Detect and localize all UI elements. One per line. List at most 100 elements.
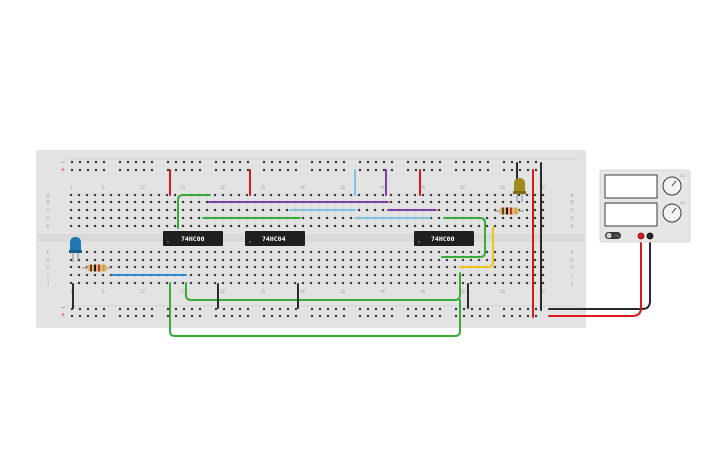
breadboard-hole[interactable]: [101, 250, 105, 254]
breadboard-hole[interactable]: [373, 265, 377, 269]
breadboard-hole[interactable]: [165, 258, 169, 262]
breadboard-hole[interactable]: [293, 250, 297, 254]
breadboard-hole[interactable]: [190, 307, 194, 311]
breadboard-hole[interactable]: [118, 168, 122, 172]
breadboard-hole[interactable]: [174, 307, 178, 311]
breadboard-hole[interactable]: [125, 200, 129, 204]
breadboard-hole[interactable]: [493, 273, 497, 277]
breadboard-hole[interactable]: [349, 250, 353, 254]
breadboard-hole[interactable]: [189, 200, 193, 204]
breadboard-hole[interactable]: [526, 168, 530, 172]
breadboard-hole[interactable]: [470, 168, 474, 172]
breadboard-hole[interactable]: [509, 224, 513, 228]
breadboard-hole[interactable]: [510, 314, 514, 318]
breadboard-hole[interactable]: [173, 224, 177, 228]
breadboard-hole[interactable]: [245, 224, 249, 228]
breadboard-hole[interactable]: [341, 281, 345, 285]
breadboard-hole[interactable]: [381, 258, 385, 262]
breadboard-hole[interactable]: [310, 160, 314, 164]
breadboard-hole[interactable]: [477, 193, 481, 197]
breadboard-hole[interactable]: [125, 224, 129, 228]
breadboard-hole[interactable]: [262, 307, 266, 311]
breadboard-hole[interactable]: [333, 250, 337, 254]
breadboard-hole[interactable]: [85, 250, 89, 254]
breadboard-hole[interactable]: [429, 193, 433, 197]
breadboard-hole[interactable]: [245, 265, 249, 269]
breadboard-hole[interactable]: [501, 200, 505, 204]
breadboard-hole[interactable]: [310, 168, 314, 172]
breadboard-hole[interactable]: [502, 307, 506, 311]
breadboard-hole[interactable]: [397, 265, 401, 269]
breadboard-hole[interactable]: [109, 281, 113, 285]
breadboard-hole[interactable]: [477, 250, 481, 254]
breadboard-hole[interactable]: [374, 160, 378, 164]
breadboard-hole[interactable]: [221, 193, 225, 197]
breadboard-hole[interactable]: [261, 258, 265, 262]
breadboard-hole[interactable]: [150, 314, 154, 318]
breadboard-hole[interactable]: [165, 216, 169, 220]
breadboard-hole[interactable]: [317, 224, 321, 228]
breadboard-hole[interactable]: [214, 160, 218, 164]
breadboard-hole[interactable]: [541, 250, 545, 254]
breadboard-hole[interactable]: [517, 273, 521, 277]
breadboard-hole[interactable]: [486, 160, 490, 164]
breadboard-hole[interactable]: [437, 281, 441, 285]
breadboard-hole[interactable]: [309, 258, 313, 262]
breadboard-hole[interactable]: [301, 258, 305, 262]
breadboard-hole[interactable]: [414, 314, 418, 318]
breadboard-hole[interactable]: [454, 307, 458, 311]
breadboard-hole[interactable]: [382, 307, 386, 311]
breadboard-hole[interactable]: [430, 160, 434, 164]
breadboard-hole[interactable]: [94, 160, 98, 164]
breadboard-hole[interactable]: [309, 250, 313, 254]
breadboard-hole[interactable]: [286, 168, 290, 172]
breadboard-hole[interactable]: [485, 250, 489, 254]
breadboard-hole[interactable]: [405, 265, 409, 269]
breadboard-hole[interactable]: [333, 273, 337, 277]
breadboard-hole[interactable]: [165, 224, 169, 228]
breadboard-hole[interactable]: [525, 250, 529, 254]
breadboard-hole[interactable]: [77, 273, 81, 277]
breadboard-hole[interactable]: [357, 250, 361, 254]
breadboard-hole[interactable]: [77, 265, 81, 269]
breadboard-hole[interactable]: [173, 281, 177, 285]
breadboard-hole[interactable]: [341, 265, 345, 269]
breadboard-hole[interactable]: [365, 224, 369, 228]
breadboard-hole[interactable]: [406, 307, 410, 311]
breadboard-hole[interactable]: [461, 250, 465, 254]
breadboard-hole[interactable]: [133, 258, 137, 262]
breadboard-hole[interactable]: [365, 258, 369, 262]
breadboard-hole[interactable]: [541, 208, 545, 212]
breadboard-hole[interactable]: [133, 200, 137, 204]
breadboard-hole[interactable]: [453, 273, 457, 277]
breadboard-hole[interactable]: [309, 216, 313, 220]
breadboard-hole[interactable]: [133, 224, 137, 228]
breadboard-hole[interactable]: [125, 208, 129, 212]
breadboard-hole[interactable]: [517, 224, 521, 228]
breadboard-hole[interactable]: [253, 258, 257, 262]
breadboard-hole[interactable]: [278, 307, 282, 311]
breadboard-hole[interactable]: [397, 224, 401, 228]
breadboard-hole[interactable]: [93, 273, 97, 277]
breadboard-hole[interactable]: [397, 273, 401, 277]
breadboard-hole[interactable]: [413, 281, 417, 285]
breadboard-hole[interactable]: [469, 193, 473, 197]
breadboard-hole[interactable]: [493, 224, 497, 228]
breadboard-hole[interactable]: [445, 250, 449, 254]
breadboard-hole[interactable]: [237, 273, 241, 277]
breadboard-hole[interactable]: [141, 224, 145, 228]
breadboard-hole[interactable]: [509, 281, 513, 285]
breadboard-hole[interactable]: [70, 160, 74, 164]
breadboard-hole[interactable]: [269, 250, 273, 254]
breadboard-hole[interactable]: [389, 258, 393, 262]
breadboard-hole[interactable]: [157, 224, 161, 228]
breadboard-hole[interactable]: [77, 224, 81, 228]
breadboard-hole[interactable]: [501, 250, 505, 254]
breadboard-hole[interactable]: [165, 208, 169, 212]
breadboard-hole[interactable]: [437, 208, 441, 212]
breadboard-hole[interactable]: [278, 314, 282, 318]
breadboard-hole[interactable]: [213, 250, 217, 254]
breadboard-hole[interactable]: [486, 307, 490, 311]
breadboard-hole[interactable]: [102, 168, 106, 172]
breadboard-hole[interactable]: [69, 265, 73, 269]
